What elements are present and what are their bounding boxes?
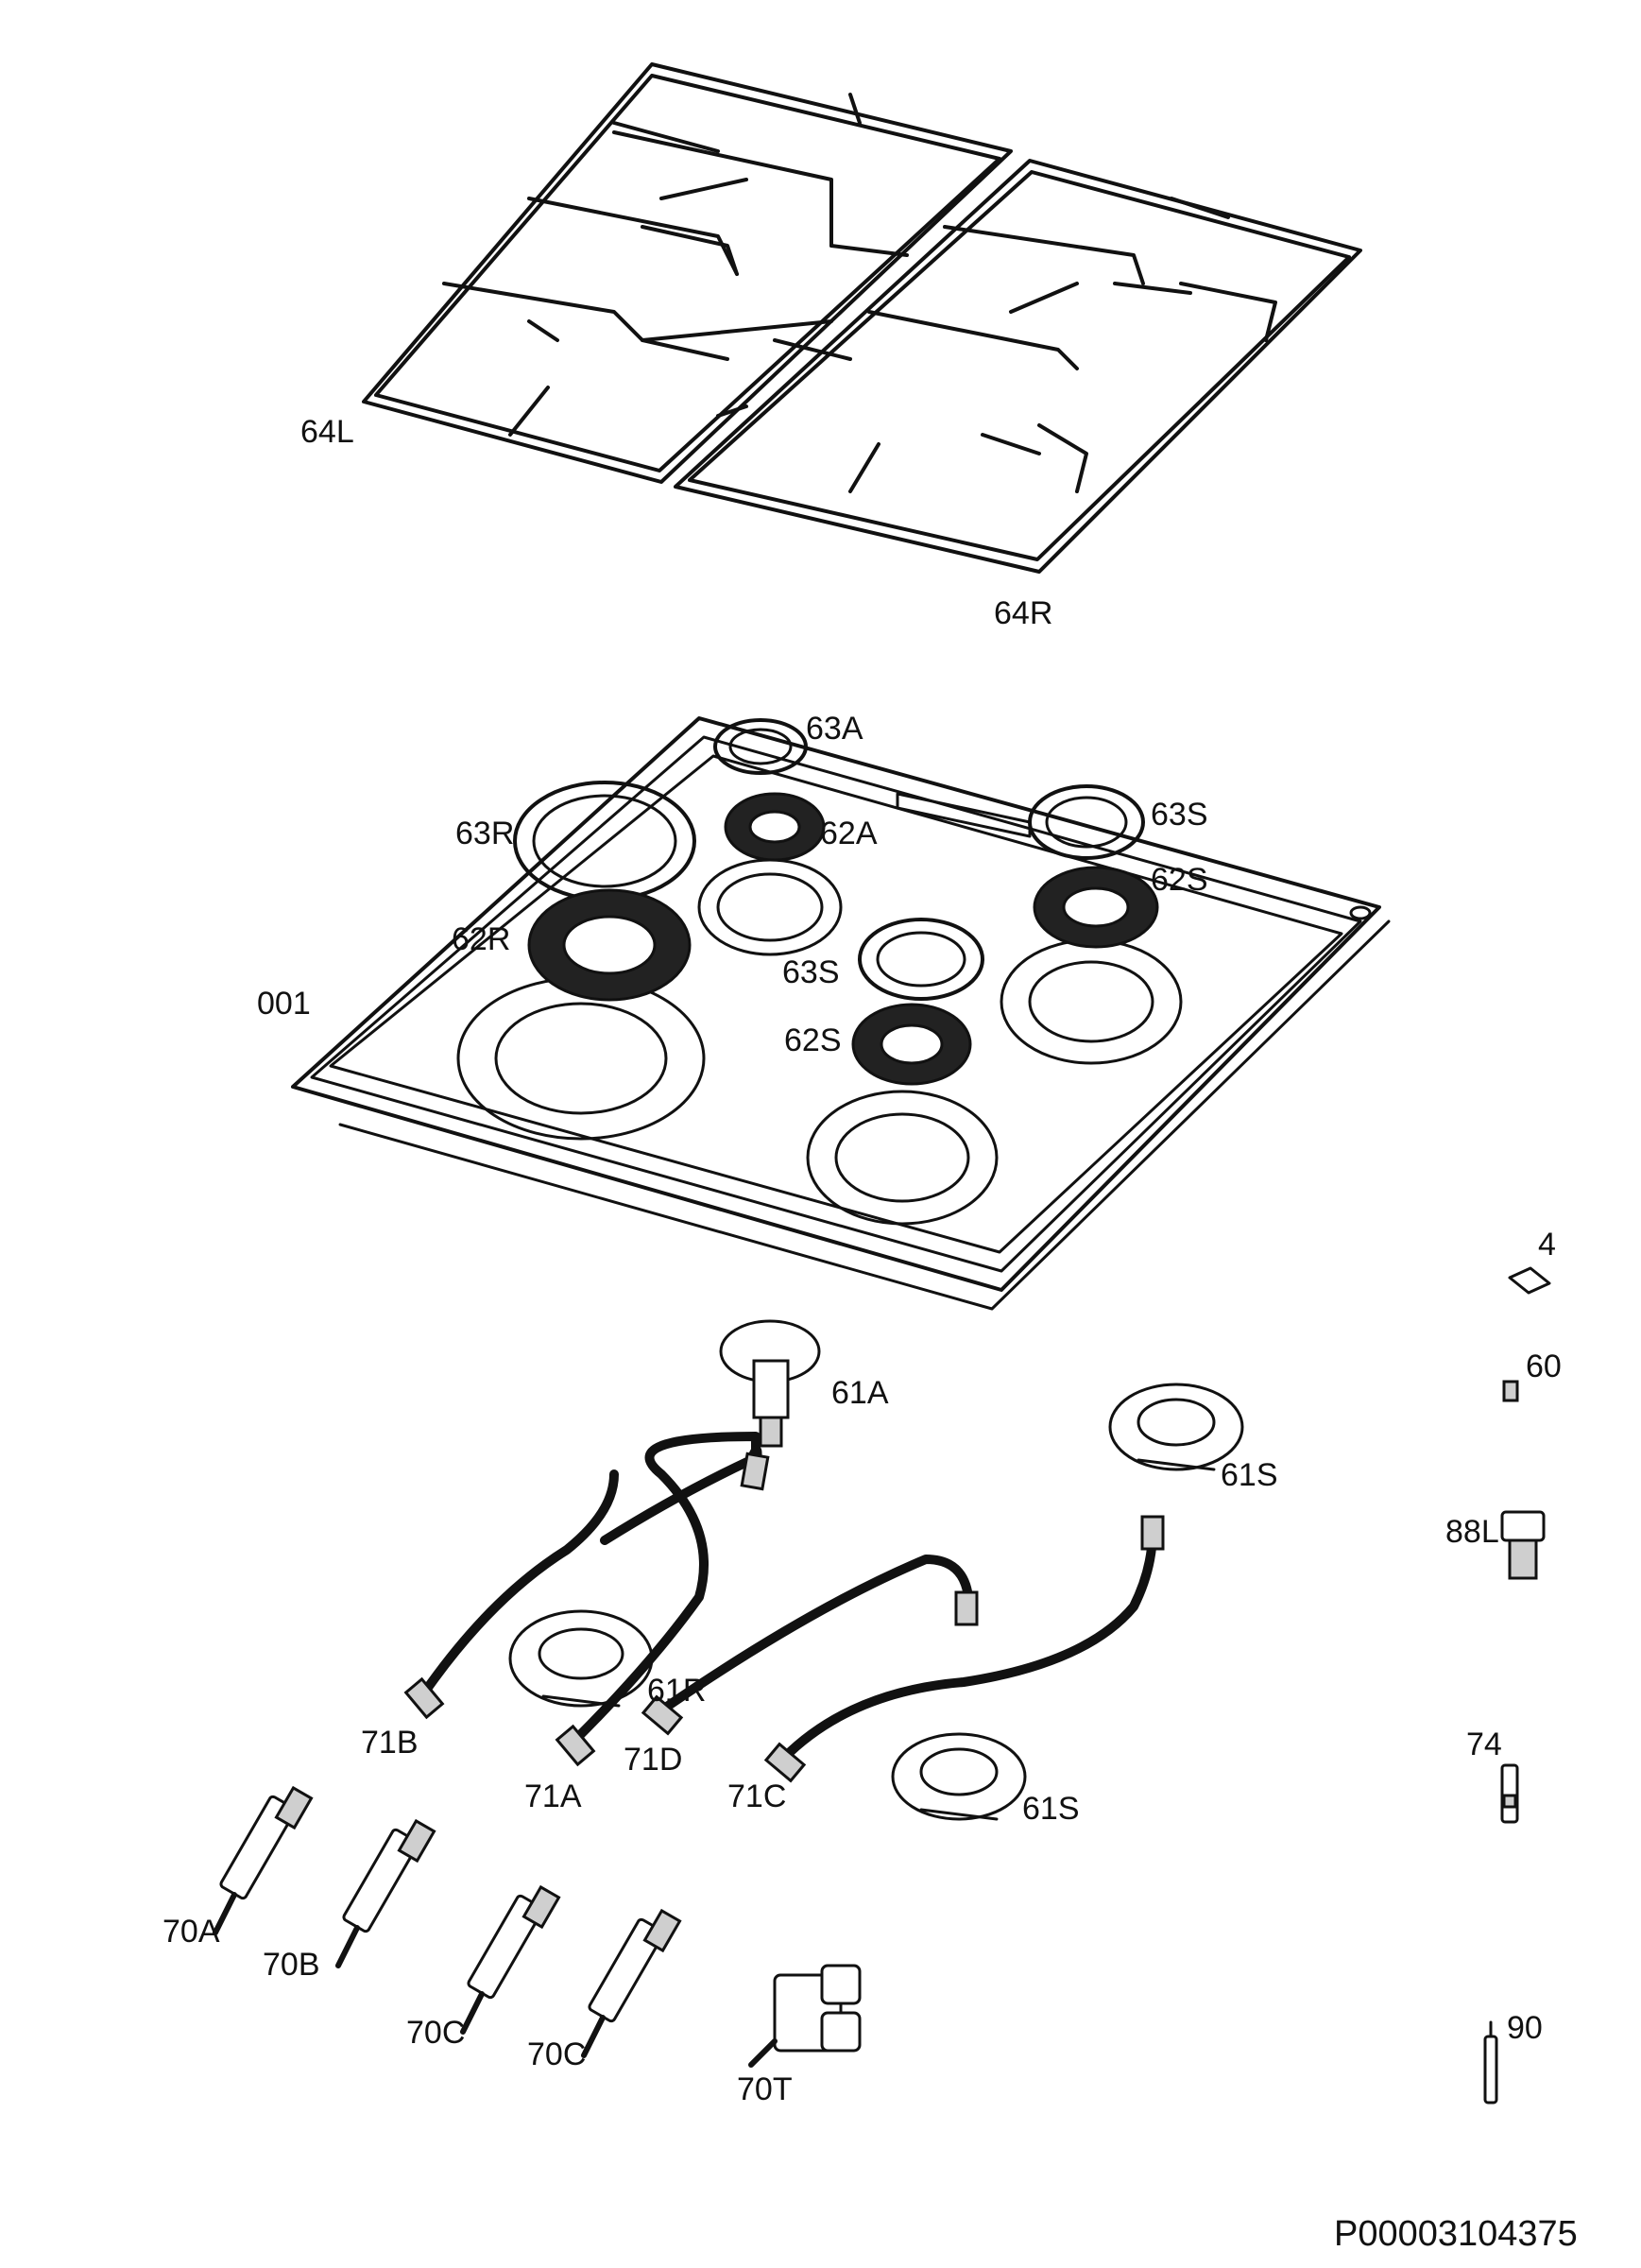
label-61s-lower: 61S (1022, 1791, 1080, 1827)
label-70a: 70A (162, 1914, 220, 1950)
label-70t: 70T (737, 2071, 793, 2107)
gas-pipe-71b (403, 1469, 619, 1720)
burner-base-61r (508, 1609, 654, 1708)
gas-tap-70b (335, 1818, 436, 1968)
label-63a: 63A (806, 711, 863, 747)
label-62a: 62A (820, 816, 878, 851)
label-63s-mid: 63S (782, 954, 840, 990)
label-71a: 71A (524, 1778, 582, 1814)
gas-tap-70t (748, 1964, 862, 2068)
label-61a: 61A (831, 1375, 889, 1411)
label-62s-right: 62S (1151, 862, 1208, 898)
ignition-plug-90 (1483, 2020, 1498, 2105)
label-71c: 71C (727, 1778, 786, 1814)
gas-pipe-71d (641, 1555, 979, 1736)
burner-cap-63a (713, 718, 808, 775)
label-90: 90 (1507, 2010, 1543, 2046)
label-74: 74 (1466, 1727, 1502, 1762)
gas-tap-70a (213, 1785, 314, 1935)
burner-cap-63s-top (1028, 784, 1145, 860)
gas-pipe-71c (763, 1515, 1165, 1783)
screw-60 (1502, 1380, 1519, 1402)
label-88l: 88L (1445, 1514, 1499, 1550)
label-71d: 71D (624, 1742, 682, 1778)
label-62s-mid: 62S (784, 1022, 842, 1058)
label-70b: 70B (263, 1947, 320, 1983)
label-64l: 64L (300, 414, 354, 450)
pan-support-left-64l (362, 62, 1013, 484)
burner-cap-63r (513, 781, 696, 902)
gas-pipe-71a (555, 1432, 770, 1767)
label-62r: 62R (452, 921, 510, 957)
label-70c-2: 70C (527, 2036, 586, 2072)
diagram-reference-number: P00003104375 (1334, 2214, 1578, 2254)
label-70c-1: 70C (406, 2015, 465, 2051)
label-001: 001 (257, 986, 311, 1022)
burner-crown-62a (724, 792, 826, 862)
clip-4 (1508, 1266, 1551, 1295)
label-63r: 63R (455, 816, 514, 851)
burner-crown-62r (527, 888, 692, 1002)
label-4: 4 (1538, 1227, 1556, 1263)
gas-tap-70c-2 (581, 1908, 682, 2058)
label-63s-top: 63S (1151, 797, 1208, 833)
burner-base-61s-lower (891, 1732, 1027, 1821)
hob-top-001 (291, 716, 1391, 1311)
burner-base-61a (719, 1319, 821, 1448)
pan-support-right-64r (674, 159, 1362, 574)
thermocouple-74 (1500, 1763, 1519, 1824)
burner-crown-62s-mid (851, 1003, 972, 1086)
label-61s-right: 61S (1221, 1457, 1278, 1493)
fitting-88l (1500, 1510, 1546, 1580)
label-71b: 71B (361, 1725, 419, 1761)
label-61r: 61R (647, 1673, 706, 1709)
label-60: 60 (1526, 1349, 1562, 1384)
label-64r: 64R (994, 595, 1052, 631)
burner-cap-63s-mid (858, 918, 984, 1001)
gas-tap-70c-1 (460, 1884, 561, 2035)
burner-crown-62s-right (1033, 866, 1159, 949)
burner-base-61s-right (1108, 1383, 1244, 1471)
